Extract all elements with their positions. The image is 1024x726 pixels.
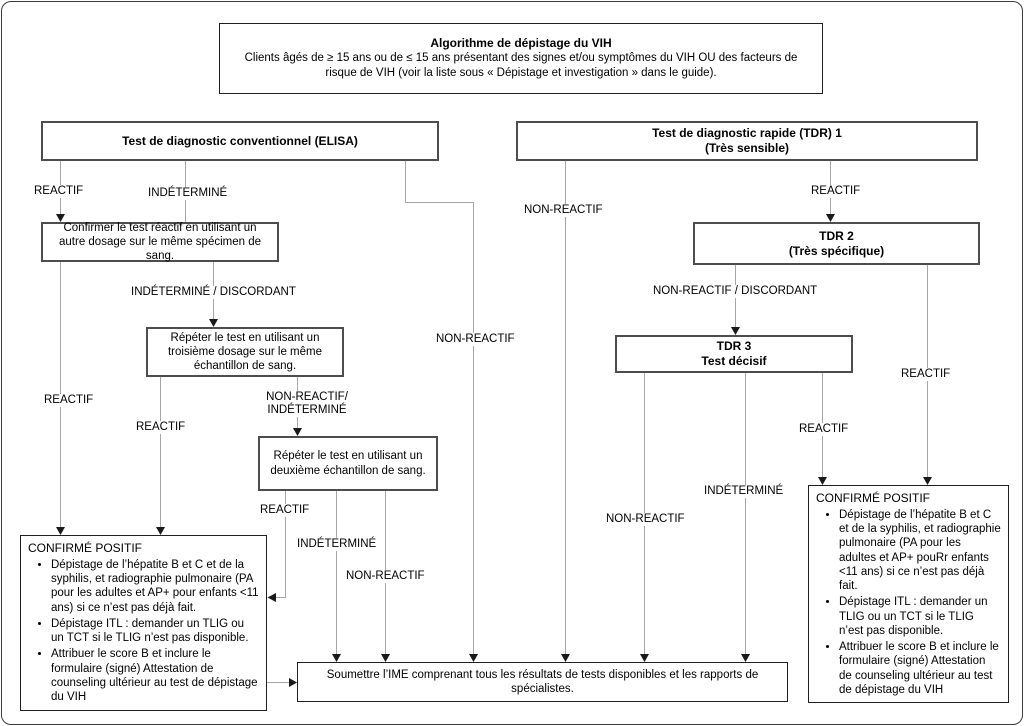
bullet: Dépistage ITL : demander un TLIG ou un T… xyxy=(839,595,1001,638)
arrowhead xyxy=(469,654,478,662)
node-tdr2: TDR 2 (Très spécifique) xyxy=(693,222,980,265)
node-tdr3: TDR 3 Test décisif xyxy=(615,335,853,373)
node-repeat2-text: Répéter le test en utilisant un deuxième… xyxy=(270,450,426,477)
label-confirm-indetermine-discordant: INDÉTERMINÉ / DISCORDANT xyxy=(130,286,297,300)
confirmed-left-bullets: Dépistage de l’hépatite B et C et de la … xyxy=(28,558,259,705)
label-tdr1-reactif: REACTIF xyxy=(810,185,862,199)
label-line: NON-REACTIF/ xyxy=(266,391,348,403)
bullet: Attribuer le score B et inclure le formu… xyxy=(839,640,1001,697)
label-repeat3-nonreactif-indetermine: NON-REACTIF/ INDÉTERMINÉ xyxy=(258,391,356,418)
label-tdr2-reactif: REACTIF xyxy=(900,368,952,382)
label-tdr2-nonreactif-discordant: NON-REACTIF / DISCORDANT xyxy=(652,285,819,299)
node-confirmed-positive-right: CONFIRMÉ POSITIF Dépistage de l’hépatite… xyxy=(808,485,1009,703)
node-tdr2-line1: TDR 2 xyxy=(819,228,854,243)
node-repeat-second-sample: Répéter le test en utilisant un deuxième… xyxy=(258,436,438,491)
label-repeat2-indetermine: INDÉTERMINÉ xyxy=(296,538,378,552)
node-confirm-test: Confirmer le test réactif en utilisant u… xyxy=(41,222,279,262)
label-elisa-reactif: REACTIF xyxy=(33,185,85,199)
node-submit-ime: Soumettre l’IME comprenant tous les résu… xyxy=(297,662,788,702)
arrowhead xyxy=(640,654,649,662)
bullet: Attribuer le score B et inclure le formu… xyxy=(51,647,259,704)
page-title: Algorithme de dépistage du VIH xyxy=(430,36,612,51)
bullet: Dépistage de l’hépatite B et C et de la … xyxy=(839,508,1001,594)
arrowhead xyxy=(56,214,65,222)
label-elisa-indetermine: INDÉTERMINÉ xyxy=(147,187,229,201)
node-tdr1-line1: Test de diagnostic rapide (TDR) 1 xyxy=(652,126,842,141)
label-repeat3-reactif: REACTIF xyxy=(135,421,187,435)
arrowhead xyxy=(156,527,165,535)
confirmed-left-title: CONFIRMÉ POSITIF xyxy=(28,541,142,555)
edge-repeat2-reactif xyxy=(276,491,286,598)
arrowhead xyxy=(818,477,827,485)
label-confirm-reactif: REACTIF xyxy=(43,394,95,408)
node-tdr1-line2: (Très sensible) xyxy=(704,141,790,155)
page-subtitle: Clients âgés de ≥ 15 ans ou de ≤ 15 ans … xyxy=(244,52,798,79)
label-line: INDÉTERMINÉ xyxy=(267,404,347,417)
node-repeat3-text: Répéter le test en utilisant un troisièm… xyxy=(167,331,323,373)
label-repeat2-nonreactif: NON-REACTIF xyxy=(345,570,426,584)
label-tdr1-nonreactif: NON-REACTIF xyxy=(523,204,604,218)
arrowhead xyxy=(267,593,276,602)
node-tdr3-line2: Test décisif xyxy=(701,354,767,368)
confirmed-right-title: CONFIRMÉ POSITIF xyxy=(816,491,930,505)
node-confirmed-positive-left: CONFIRMÉ POSITIF Dépistage de l’hépatite… xyxy=(20,535,267,711)
bullet: Dépistage de l’hépatite B et C et de la … xyxy=(51,558,259,615)
arrowhead xyxy=(209,319,218,327)
arrowhead xyxy=(381,654,390,662)
header-box: Algorithme de dépistage du VIH Clients â… xyxy=(219,23,823,94)
node-repeat-third-assay: Répéter le test en utilisant un troisièm… xyxy=(146,327,344,377)
bullet: Dépistage ITL : demander un TLIG ou un T… xyxy=(51,617,259,646)
arrowhead xyxy=(561,654,570,662)
arrowhead xyxy=(332,654,341,662)
arrowhead xyxy=(741,654,750,662)
node-tdr1: Test de diagnostic rapide (TDR) 1 (Très … xyxy=(516,121,978,161)
node-submit-text: Soumettre l’IME comprenant tous les résu… xyxy=(326,668,759,695)
arrowhead xyxy=(826,214,835,222)
label-tdr3-nonreactif: NON-REACTIF xyxy=(605,513,686,527)
arrowhead xyxy=(923,477,932,485)
node-tdr3-line1: TDR 3 xyxy=(716,339,752,354)
node-confirm-text: Confirmer le test réactif en utilisant u… xyxy=(59,221,261,263)
node-tdr2-line2: (Très spécifique) xyxy=(788,243,885,258)
label-tdr3-indetermine: INDÉTERMINÉ xyxy=(703,485,785,499)
confirmed-right-bullets: Dépistage de l’hépatite B et C et de la … xyxy=(816,508,1001,697)
label-elisa-nonreactif: NON-REACTIF xyxy=(435,333,516,347)
label-tdr3-reactif: REACTIF xyxy=(798,423,850,437)
arrowhead xyxy=(731,327,740,335)
arrowhead xyxy=(289,678,297,687)
label-repeat2-reactif: REACTIF xyxy=(259,504,311,518)
node-elisa-label: Test de diagnostic conventionnel (ELISA) xyxy=(122,133,358,148)
arrowhead xyxy=(293,428,302,436)
arrowhead xyxy=(56,527,65,535)
edge-elisa-nonreactif xyxy=(405,161,474,654)
node-elisa: Test de diagnostic conventionnel (ELISA) xyxy=(41,121,439,161)
